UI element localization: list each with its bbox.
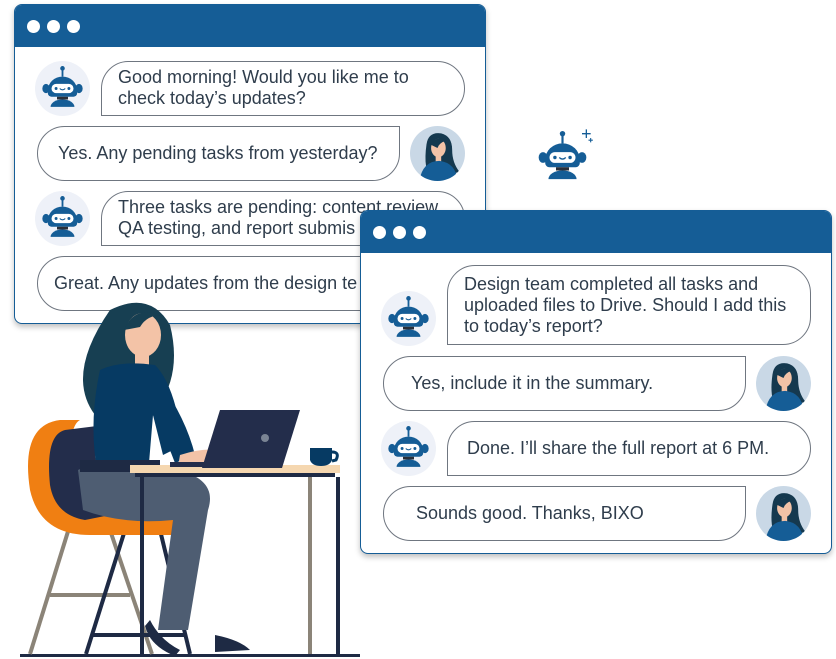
robot-sparkle-icon [530, 125, 595, 190]
message-line: QA testing, and report submis [118, 218, 356, 238]
message-line: to today’s report? [464, 316, 603, 336]
chat-message-bot: Good morning! Would you like me to check… [101, 61, 465, 116]
window-titlebar [361, 211, 831, 253]
chat-window-secondary: Design team completed all tasks and uplo… [360, 210, 832, 554]
woman-at-desk-illustration [20, 290, 360, 659]
window-control-minimize[interactable] [393, 225, 406, 239]
chat-message-bot: Done. I’ll share the full report at 6 PM… [447, 421, 811, 476]
message-line: Great. Any updates from the design te [54, 273, 358, 293]
robot-avatar-icon [381, 291, 436, 346]
message-line: Three tasks are pending: content review [118, 197, 439, 217]
message-line: Good morning! Would you like me to [118, 67, 409, 87]
chat-message-user: Yes. Any pending tasks from yesterday? [37, 126, 400, 181]
message-line: Done. I’ll share the full report at 6 PM… [467, 438, 770, 458]
robot-avatar-icon [35, 191, 90, 246]
window-control-maximize[interactable] [67, 19, 80, 33]
window-control-close[interactable] [373, 225, 386, 239]
message-line: Design team completed all tasks and [464, 274, 759, 294]
chat-message-bot: Design team completed all tasks and uplo… [447, 265, 811, 345]
window-control-maximize[interactable] [413, 225, 426, 239]
message-line: check today’s updates? [118, 88, 306, 108]
message-line: Yes, include it in the summary. [411, 373, 654, 393]
chat-message-user: Yes, include it in the summary. [383, 356, 746, 411]
robot-avatar-icon [35, 61, 90, 116]
window-control-close[interactable] [27, 19, 40, 33]
message-line: uploaded files to Drive. Should I add th… [464, 295, 787, 315]
message-line: Sounds good. Thanks, BIXO [416, 503, 644, 523]
message-line: Yes. Any pending tasks from yesterday? [58, 143, 378, 163]
chat-message-user: Sounds good. Thanks, BIXO [383, 486, 746, 541]
user-avatar-icon [410, 126, 465, 181]
user-avatar-icon [756, 356, 811, 411]
user-avatar-icon [756, 486, 811, 541]
window-control-minimize[interactable] [47, 19, 60, 33]
window-titlebar [15, 5, 485, 47]
robot-avatar-icon [381, 421, 436, 476]
